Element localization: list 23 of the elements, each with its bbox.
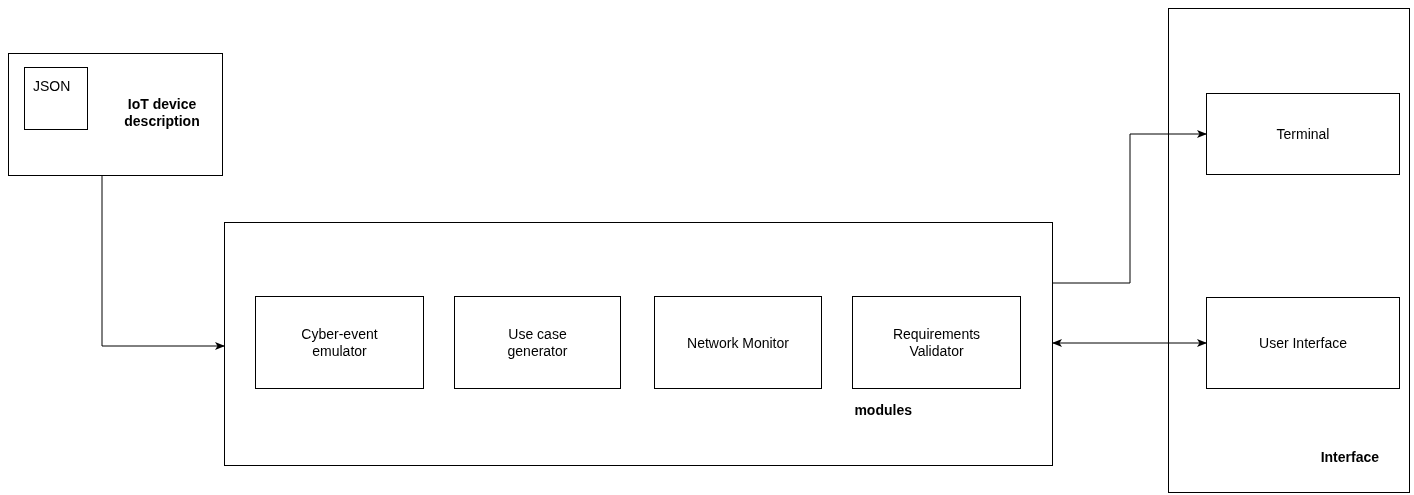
process-box <box>454 296 621 389</box>
box-label: Interface <box>1320 449 1379 466</box>
process-box <box>224 222 1053 466</box>
box-label: Network Monitor <box>686 334 790 351</box>
arrow <box>101 175 225 350</box>
arrow <box>1052 130 1207 284</box>
process-box <box>255 296 424 389</box>
box-label: IoT device description <box>123 96 201 130</box>
process-box <box>24 67 88 130</box>
box-label: User Interface <box>1258 334 1348 352</box>
process-box <box>1206 297 1400 389</box>
box-label: Cyber-event emulator <box>300 325 379 360</box>
box-label: JSON <box>33 78 71 95</box>
process-box <box>8 53 223 176</box>
box-label: modules <box>854 402 912 419</box>
process-box <box>654 296 822 389</box>
arrow <box>1052 339 1207 347</box>
process-box <box>1168 8 1410 493</box>
box-label: Requirements Validator <box>891 325 982 360</box>
box-label: Terminal <box>1275 125 1331 143</box>
process-box <box>852 296 1021 389</box>
process-box <box>1206 93 1400 175</box>
box-label: Use case generator <box>506 325 569 360</box>
